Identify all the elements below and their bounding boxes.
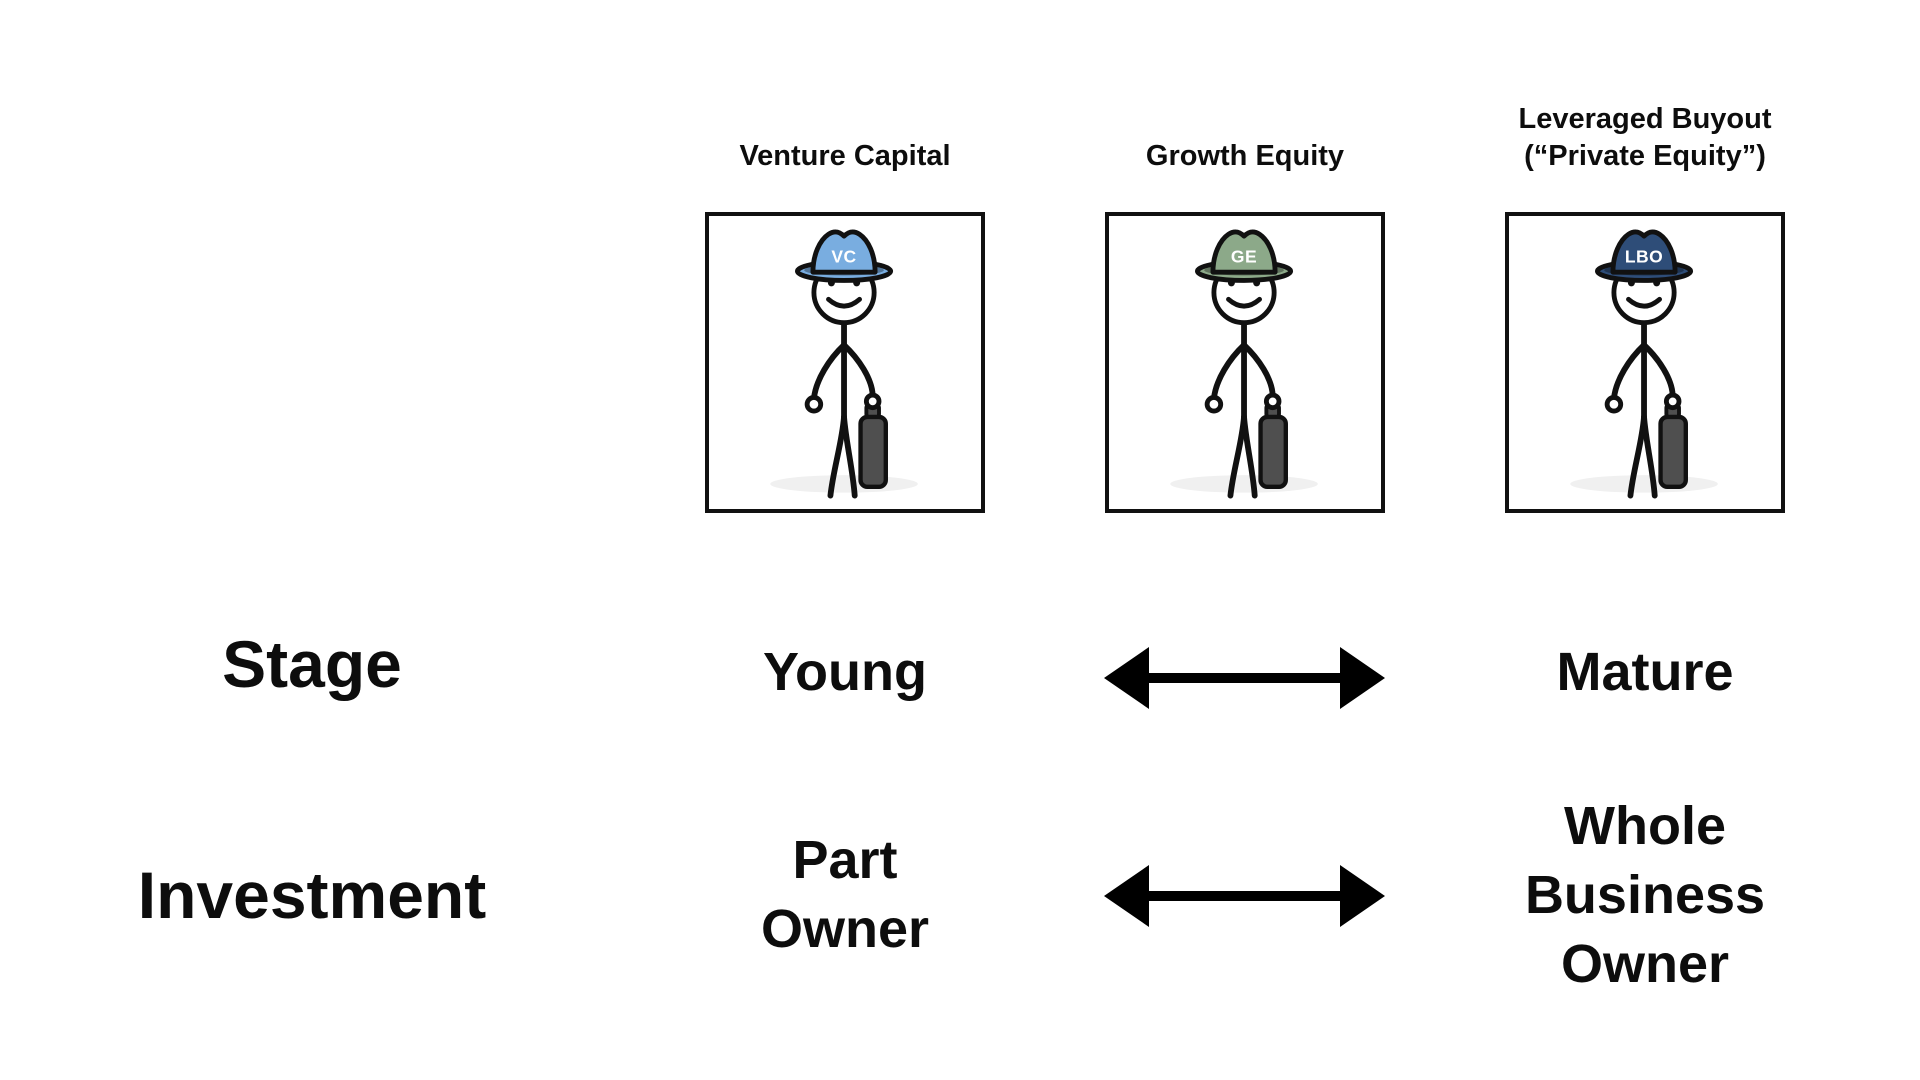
ge-stick-figure: GE bbox=[1109, 216, 1381, 509]
lbo-hat-label: LBO bbox=[1625, 246, 1663, 266]
growth-equity-title-line1: Growth Equity bbox=[1145, 140, 1345, 172]
stage-arrow-shape bbox=[1104, 647, 1385, 709]
part-owner-line2: Owner bbox=[760, 899, 930, 959]
lbo-figure-use bbox=[1570, 232, 1718, 496]
lbo-stick-figure: LBO bbox=[1509, 216, 1781, 509]
whole-business-owner-line2: Business bbox=[1524, 865, 1766, 925]
vc-hat-label: VC bbox=[831, 246, 856, 266]
investment-arrow-shape bbox=[1104, 865, 1385, 927]
part-owner-line1: Part bbox=[792, 830, 898, 890]
ge-figure-use bbox=[1170, 232, 1318, 496]
investment-whole-business-owner-value: Whole Business Owner bbox=[1345, 792, 1920, 999]
vc-stick-figure: VC bbox=[709, 216, 981, 509]
stage-row-label: Stage bbox=[222, 627, 402, 701]
leveraged-buyout-title-line1: Leveraged Buyout bbox=[1518, 103, 1772, 135]
stage-mature-value: Mature bbox=[1556, 642, 1734, 702]
investment-double-arrow-icon bbox=[1104, 865, 1385, 927]
whole-business-owner-line1: Whole bbox=[1564, 796, 1726, 856]
venture-capital-box: VC bbox=[705, 212, 985, 513]
venture-capital-title: Venture Capital bbox=[645, 99, 1045, 175]
leveraged-buyout-title-line2: (“Private Equity”) bbox=[1524, 140, 1766, 172]
venture-capital-title-line1: Venture Capital bbox=[739, 140, 951, 172]
vc-figure-use bbox=[770, 232, 918, 496]
growth-equity-title: Growth Equity bbox=[1045, 99, 1445, 175]
leveraged-buyout-title: Leveraged Buyout (“Private Equity”) bbox=[1445, 99, 1845, 175]
growth-equity-box: GE bbox=[1105, 212, 1385, 513]
investment-row-label: Investment bbox=[137, 858, 487, 932]
investment-part-owner-value: Part Owner bbox=[545, 826, 1145, 964]
stage-double-arrow-icon bbox=[1104, 647, 1385, 709]
whole-business-owner-line3: Owner bbox=[1560, 934, 1730, 994]
stage-young-value: Young bbox=[763, 642, 927, 702]
ge-hat-label: GE bbox=[1231, 246, 1257, 266]
lbo-box: LBO bbox=[1505, 212, 1785, 513]
